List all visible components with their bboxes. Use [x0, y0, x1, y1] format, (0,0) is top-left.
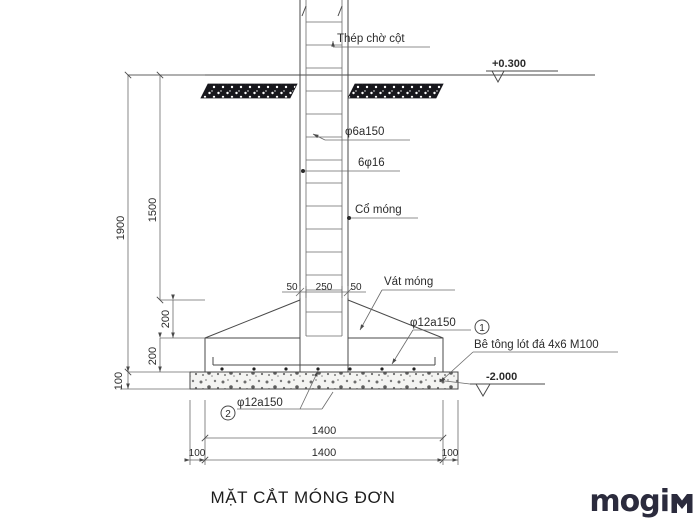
level-bottom-label: -2.000: [486, 371, 517, 383]
dim-right-offset-100: 100: [437, 448, 459, 462]
label-footing-chamfer: Vát móng: [359, 276, 455, 331]
vertical-dimensions: 1900 1500 200 200 100: [113, 71, 205, 390]
dim-neck-label: 1500: [147, 198, 159, 222]
horizontal-dimensions: 1400 1400 100 100: [184, 400, 459, 465]
label-lean-concrete-text: Bê tông lót đá 4x6 M100: [474, 339, 599, 351]
label-footing-chamfer-text: Vát móng: [384, 276, 433, 288]
mark-two-label: 2: [225, 409, 231, 420]
dim-total-1900: 1900: [115, 71, 132, 376]
level-top-label: +0.300: [492, 58, 526, 70]
label-footing-rebar-bottom-text: φ12a150: [237, 397, 283, 409]
label-main-bars-text: 6φ16: [358, 157, 385, 169]
label-stirrup-text: φ6a150: [345, 126, 384, 138]
label-footing-rebar-top: φ12a150 1: [391, 317, 490, 365]
dim-right-offset-label: 100: [442, 448, 459, 459]
dim-neck-1500: 1500: [147, 71, 164, 304]
drawing-title: MẶT CẮT MÓNG ĐƠN: [210, 488, 395, 507]
transverse-bar-dots: [220, 367, 416, 371]
dim-neck-right-cover: 50: [350, 282, 362, 293]
column-neck-group: [299, 0, 349, 372]
label-lean-concrete: Bê tông lót đá 4x6 M100: [439, 339, 618, 383]
level-marker-top: +0.300: [486, 58, 558, 84]
dim-footing-width-label: 1400: [312, 425, 336, 437]
ground-line-group: [128, 74, 595, 99]
dim-lean-width-label: 1400: [312, 447, 336, 459]
dim-left-offset-100: 100: [184, 448, 206, 462]
dim-lean-width-1400: 1400: [201, 447, 447, 464]
lean-concrete-layer: [189, 367, 459, 390]
column-stirrups: [306, 21, 342, 337]
dim-neck-left-cover: 50: [286, 282, 298, 293]
mogi-logo-wordmark: mogi: [589, 484, 670, 519]
soil-hatch-left: [200, 83, 298, 99]
dim-lean-label: 100: [113, 372, 125, 390]
dim-footing-upper-200: 200: [160, 294, 175, 338]
dim-footing-upper-label: 200: [160, 310, 172, 328]
dim-footing-lower-label: 200: [147, 347, 159, 365]
label-footing-rebar-top-text: φ12a150: [410, 317, 456, 329]
label-footing-rebar-bottom: 2 φ12a150: [220, 370, 334, 421]
mogi-logo-mark-icon: [670, 488, 696, 516]
neck-width-dimensions: 50 250 50: [282, 282, 366, 298]
dim-neck-core: 250: [316, 282, 333, 293]
dim-left-offset-label: 100: [189, 448, 206, 459]
label-starter-bars-text: Thép chờ cột: [337, 33, 405, 45]
soil-hatch-right: [347, 83, 444, 99]
dim-total-label: 1900: [115, 216, 127, 240]
level-marker-bottom: -2.000: [439, 371, 545, 397]
dim-footing-width-1400: 1400: [201, 425, 447, 442]
label-main-bars: 6φ16: [301, 157, 400, 173]
dim-lean-100: 100: [113, 366, 130, 390]
footing-rebar-mat: [212, 357, 436, 366]
mogi-logo: mogi: [589, 487, 696, 517]
label-column-neck-text: Cổ móng: [355, 204, 402, 216]
mark-one-label: 1: [479, 323, 485, 334]
label-column-neck: Cổ móng: [347, 204, 418, 220]
dim-footing-lower-200: 200: [147, 332, 162, 372]
label-stirrup: φ6a150: [312, 126, 410, 141]
label-starter-bars: Thép chờ cột: [331, 33, 430, 48]
